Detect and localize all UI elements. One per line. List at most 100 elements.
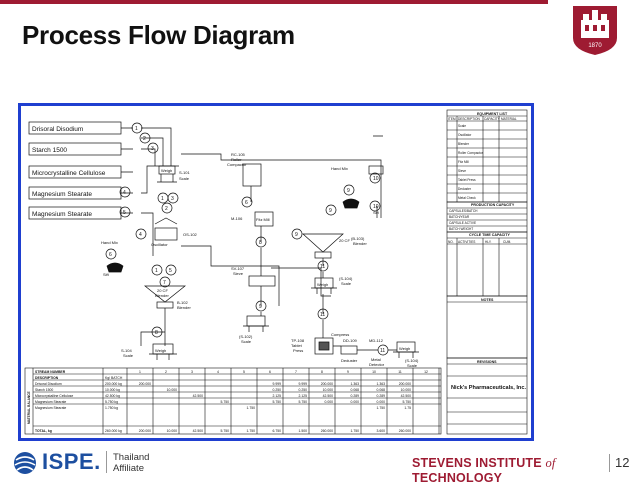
stream-cell: 0.000 — [377, 400, 386, 404]
svg-text:3: 3 — [171, 196, 174, 202]
description-header: DESCRIPTION — [35, 376, 59, 380]
eq-row: Blender — [458, 142, 470, 146]
label-20cf: 20 CF — [157, 288, 168, 293]
stream-cell: 42.500 — [323, 394, 333, 398]
affiliate-line1: Thailand — [113, 452, 150, 463]
svg-text:4: 4 — [139, 232, 142, 238]
eq-row: Deduster — [458, 187, 472, 191]
page-divider — [609, 454, 610, 472]
label-detector: Detector — [369, 362, 385, 367]
eq-header-desc: DESCRIPTION — [458, 117, 480, 121]
label-blender-b: Blender — [177, 305, 191, 310]
stream-cell: 1.75 — [404, 406, 411, 410]
svg-text:2: 2 — [165, 206, 168, 212]
prod-row: BATCH/YEAR — [449, 215, 470, 219]
stream-total-cell: 1.750 — [247, 429, 256, 433]
stream-column-number: 11 — [398, 370, 402, 374]
label-tp108: TP-108 — [291, 338, 305, 343]
stream-cell: 1.750 — [377, 406, 386, 410]
stream-row-name: Drisoral Disodium — [35, 382, 62, 386]
stream-cell: 10.000 — [167, 388, 177, 392]
label-hand-mix: Hand Mix — [101, 240, 118, 245]
stream-column-number: 5 — [243, 370, 245, 374]
svg-text:9: 9 — [347, 188, 350, 194]
eq-row: Fitz Mill — [458, 160, 469, 164]
equipment-list-title: EQUIPMENT LIST — [477, 112, 508, 116]
stream-cell: 1.363 — [351, 382, 360, 386]
label-scale-left: Scale — [123, 353, 134, 358]
stream-row-unit: 1.750 kg — [105, 406, 118, 410]
stream-cell: 42.500 — [193, 394, 203, 398]
stream-number-header: STREAM NUMBER — [35, 370, 66, 374]
prod-row: CAPSULE ACTIVE — [449, 221, 476, 225]
svg-text:5: 5 — [123, 210, 126, 216]
stream-column-number: 1 — [139, 370, 141, 374]
label-compactor: Compactor — [227, 162, 247, 167]
label-s101: S-101 — [179, 170, 190, 175]
svg-text:6: 6 — [245, 200, 248, 206]
label-fitz-mill: Fitz Mill — [256, 217, 270, 222]
stream-cell: 9.999 — [299, 382, 308, 386]
label-blender: Blender — [155, 293, 169, 298]
eq-row: Roller Compactor — [458, 151, 484, 155]
label-dd109: DD-109 — [343, 338, 358, 343]
svg-text:8: 8 — [259, 240, 262, 246]
stream-total-cell: 1.750 — [351, 429, 360, 433]
equipment-list-table — [446, 109, 528, 435]
affiliate-divider — [106, 451, 107, 473]
label-sv107: SV-107 — [231, 266, 245, 271]
stream-row-unit: 5.750 kg — [105, 400, 118, 404]
footer-bar: ISPE. Thailand Affiliate STEVENS INSTITU… — [0, 444, 638, 485]
stream-column-number: 7 — [295, 370, 297, 374]
svg-text:10: 10 — [373, 176, 379, 182]
material-balance-table — [24, 367, 442, 435]
stream-cell: 5.750 — [221, 400, 230, 404]
stream-column-number: 12 — [424, 370, 428, 374]
notes-title: NOTES — [481, 298, 494, 302]
svg-text:5: 5 — [169, 268, 172, 274]
stream-cell: 0.250 — [299, 388, 308, 392]
stream-cell: 0.000 — [325, 400, 334, 404]
svg-text:9: 9 — [295, 232, 298, 238]
stream-cell: 9.999 — [273, 382, 282, 386]
label-s104-left: S-104 — [121, 348, 132, 353]
stream-cell: 0.250 — [273, 388, 282, 392]
eq-row: Scale — [458, 124, 466, 128]
ingredient-label: Microcrystalline Cellulose — [32, 170, 106, 177]
svg-text:1: 1 — [161, 196, 164, 202]
label-s104: (S-104) — [339, 276, 353, 281]
svg-text:11: 11 — [320, 264, 325, 270]
stream-row-name: Magnesium Stearate — [35, 406, 66, 410]
unit-header: Kg/ BATCH — [105, 376, 123, 380]
stevens-wordmark: STEVENS INSTITUTE of TECHNOLOGY — [412, 456, 638, 485]
label-os102: OS-102 — [183, 232, 198, 237]
label-weigh-left: Weigh — [155, 348, 166, 353]
material-balance-label: MATERIAL BALANCE — [27, 391, 31, 424]
stream-row-name: Microcrystalline Cellulose — [35, 394, 73, 398]
label-s102: (S-102) — [239, 334, 253, 339]
svg-text:11: 11 — [320, 312, 325, 318]
stevens-seal-icon: 1870 — [573, 6, 617, 55]
label-md112: MD-112 — [369, 338, 384, 343]
stream-cell: 1.363 — [377, 382, 386, 386]
ingredient-label: Drisoral Disodium — [32, 126, 83, 133]
stream-cell: 200.000 — [321, 382, 333, 386]
company-name: Nick's Pharmaceuticals, Inc. — [451, 385, 526, 391]
production-title: PRODUCTION CAPACITY — [471, 203, 515, 207]
stream-column-number: 9 — [347, 370, 349, 374]
cycle-header: NO. — [448, 240, 454, 244]
stream-cell: 2.125 — [273, 394, 282, 398]
stream-total-cell: 42.500 — [193, 429, 203, 433]
eq-row: Sieve — [458, 169, 466, 173]
process-flow-diagram: Drisoral Disodium Starch 1500 Microcryst… — [18, 103, 534, 441]
label-compress: Compress — [331, 332, 349, 337]
cycle-header: ACTIVITIES — [458, 240, 475, 244]
ingredient-label: Magnesium Stearate — [32, 211, 92, 218]
stream-cell: 200.000 — [139, 382, 151, 386]
affiliate-text: Thailand Affiliate — [113, 452, 149, 474]
stream-cell: 5.750 — [299, 400, 308, 404]
svg-text:11: 11 — [380, 348, 385, 354]
label-tablet: Tablet — [291, 343, 303, 348]
stream-column-number: 2 — [165, 370, 167, 374]
svg-text:9: 9 — [329, 208, 332, 214]
